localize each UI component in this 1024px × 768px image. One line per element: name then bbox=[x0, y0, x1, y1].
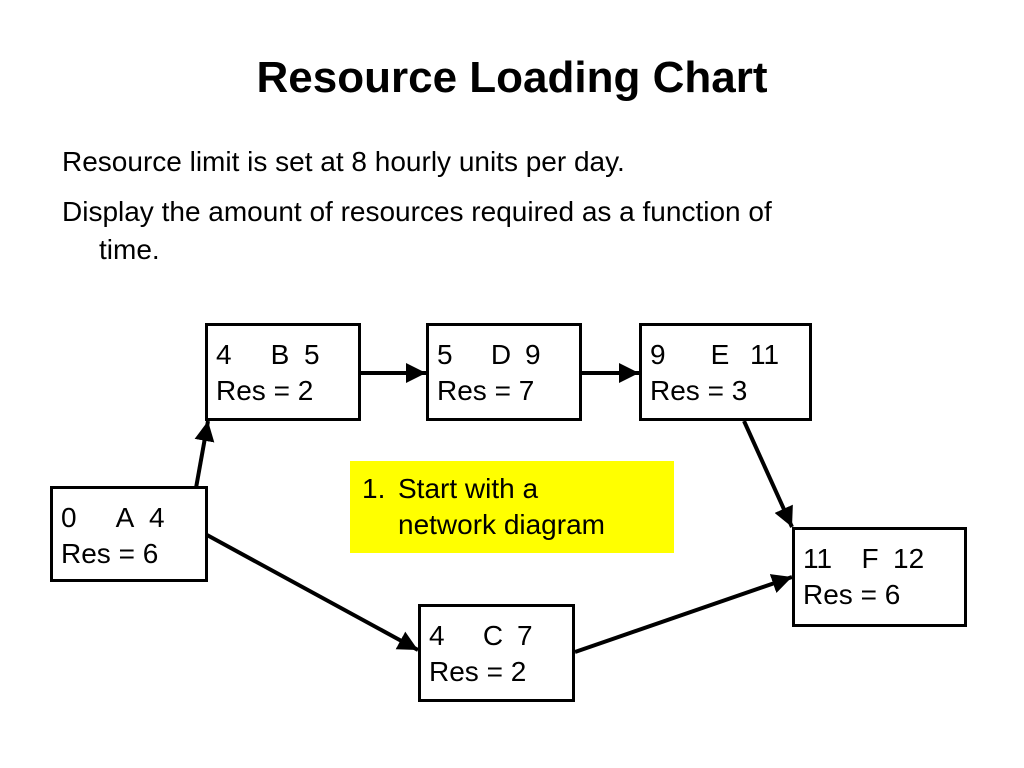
edge-e-to-f bbox=[742, 420, 794, 528]
node-a: 0 A 4 Res = 6 bbox=[50, 486, 208, 582]
node-c-early-start: 4 bbox=[429, 620, 445, 651]
node-a-early-start: 0 bbox=[61, 502, 77, 533]
node-d-early-finish: 9 bbox=[525, 339, 541, 370]
node-a-early-finish: 4 bbox=[149, 502, 165, 533]
node-c-activity: C bbox=[482, 620, 504, 651]
node-b-resource: Res = 2 bbox=[216, 375, 314, 406]
node-b-header: 4 B 5 bbox=[216, 337, 358, 373]
node-e: 9 E 11 Res = 3 bbox=[639, 323, 812, 421]
node-a-header: 0 A 4 bbox=[61, 500, 205, 536]
node-e-early-start: 9 bbox=[650, 339, 666, 370]
node-e-early-finish: 11 bbox=[750, 339, 780, 370]
node-d-activity: D bbox=[490, 339, 512, 370]
node-b: 4 B 5 Res = 2 bbox=[205, 323, 361, 421]
bullet-text-2: Display the amount of resources required… bbox=[62, 196, 772, 227]
edge-a-to-b bbox=[194, 420, 215, 489]
node-d-resource: Res = 7 bbox=[437, 375, 535, 406]
node-d-header: 5 D 9 bbox=[437, 337, 579, 373]
node-f-early-finish: 12 bbox=[893, 543, 925, 574]
node-c-header: 4 C 7 bbox=[429, 618, 572, 654]
node-f-resource: Res = 6 bbox=[803, 579, 901, 610]
callout-number: 1. bbox=[362, 473, 386, 504]
node-b-early-finish: 5 bbox=[304, 339, 320, 370]
edge-a-to-c bbox=[206, 533, 419, 652]
node-f-early-start: 11 bbox=[803, 543, 833, 574]
node-d: 5 D 9 Res = 7 bbox=[426, 323, 582, 421]
node-f-activity: F bbox=[861, 543, 879, 574]
node-d-early-start: 5 bbox=[437, 339, 453, 370]
slide-title: Resource Loading Chart bbox=[256, 53, 768, 102]
node-e-activity: E bbox=[710, 339, 730, 370]
node-e-header: 9 E 11 bbox=[650, 337, 809, 373]
node-c-resource: Res = 2 bbox=[429, 656, 527, 687]
node-c: 4 C 7 Res = 2 bbox=[418, 604, 575, 702]
node-e-resource: Res = 3 bbox=[650, 375, 748, 406]
node-b-early-start: 4 bbox=[216, 339, 232, 370]
node-b-activity: B bbox=[270, 339, 290, 370]
callout-step-1: 1. Start with a network diagram bbox=[350, 461, 674, 553]
callout-line-1: Start with a bbox=[398, 473, 539, 504]
bullet-display-resources: Display the amount of resources required… bbox=[62, 193, 962, 269]
edge-c-to-f bbox=[574, 574, 793, 654]
node-f: 11 F 12 Res = 6 bbox=[792, 527, 967, 627]
bullet-resource-limit: Resource limit is set at 8 hourly units … bbox=[62, 143, 962, 181]
bullet-text-1: Resource limit is set at 8 hourly units … bbox=[62, 146, 625, 177]
node-c-early-finish: 7 bbox=[517, 620, 533, 651]
bullet-text-2-continued: time. bbox=[99, 234, 160, 265]
node-a-resource: Res = 6 bbox=[61, 538, 159, 569]
node-a-activity: A bbox=[115, 502, 135, 533]
callout-line-2: network diagram bbox=[398, 509, 605, 540]
node-f-header: 11 F 12 bbox=[803, 541, 964, 577]
